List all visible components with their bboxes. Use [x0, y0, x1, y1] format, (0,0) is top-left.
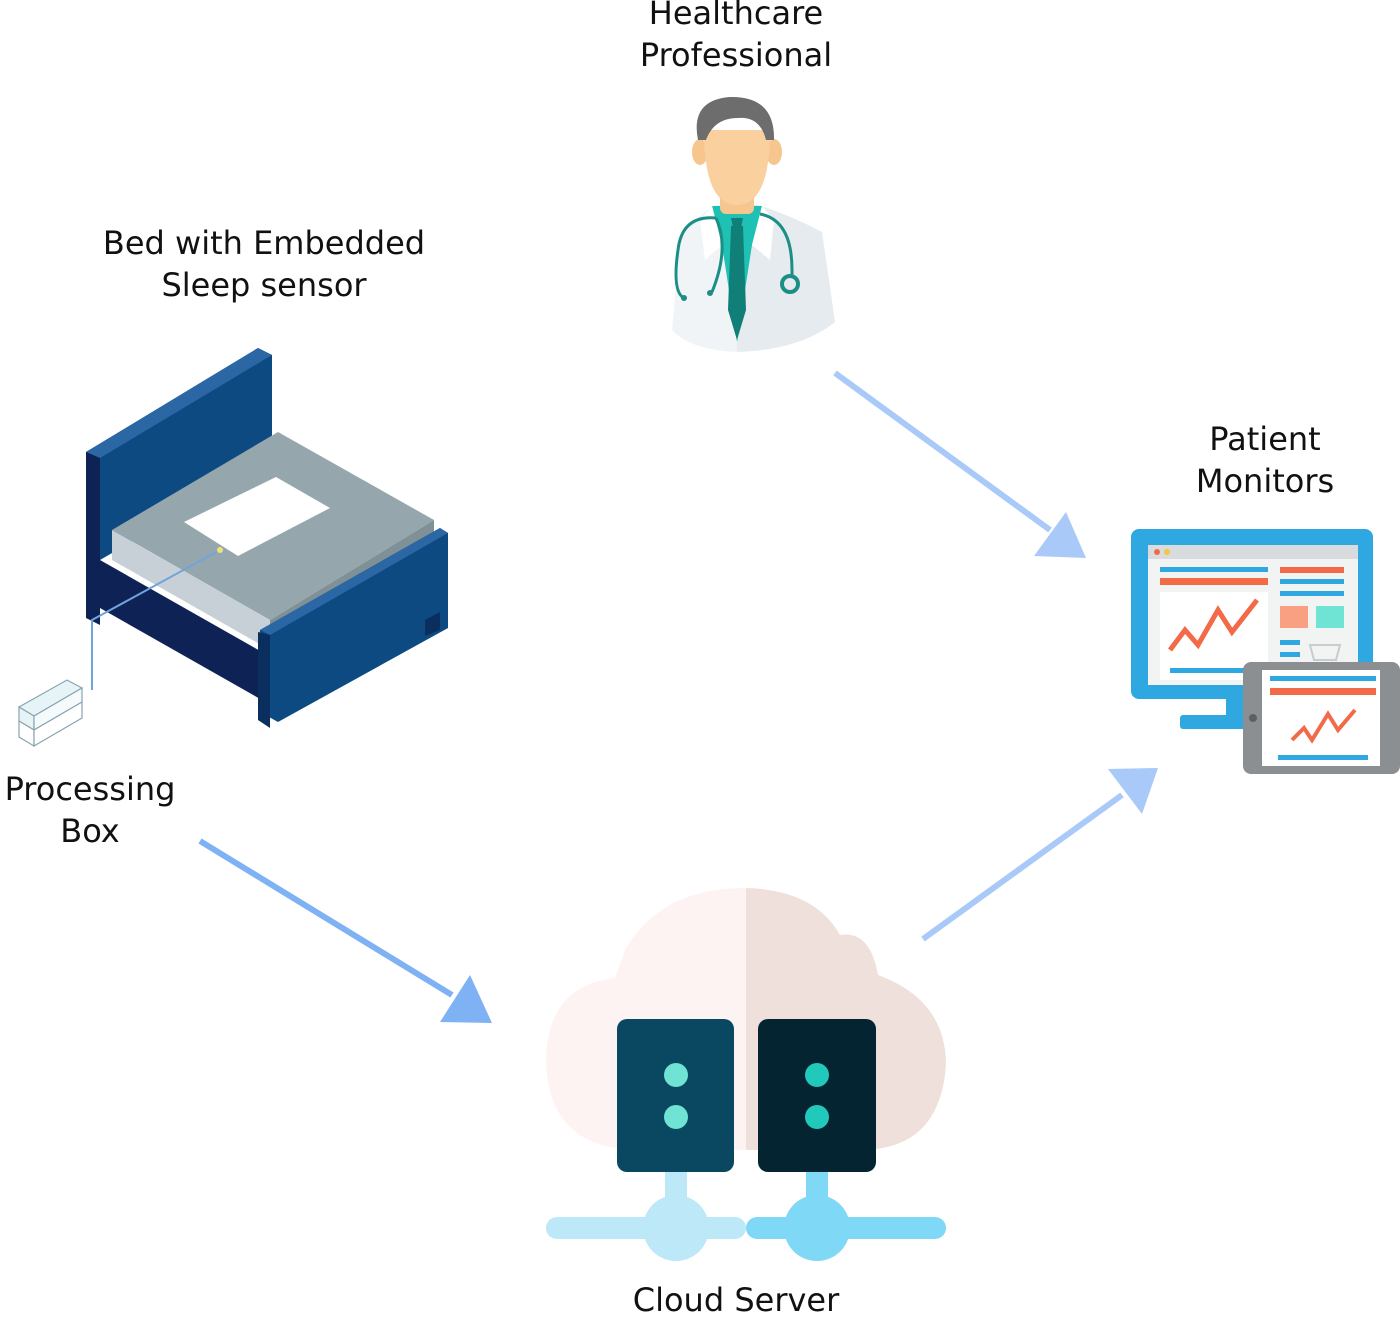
patient-monitors-label-line2: Monitors: [1195, 462, 1335, 500]
patient-monitors-label-line1: Patient: [1209, 420, 1321, 458]
processing-box-label-line1: Processing: [4, 770, 176, 808]
patient-monitors-label: Patient Monitors: [1150, 418, 1380, 502]
healthcare-professional-label-line1: Healthcare: [648, 0, 824, 32]
healthcare-professional-label: Healthcare Professional: [586, 0, 886, 76]
cloud-server-label-text: Cloud Server: [632, 1281, 840, 1319]
bed-label-line2: Sleep sensor: [161, 266, 367, 304]
healthcare-professional-label-line2: Professional: [639, 36, 833, 74]
monitor-tablet-icon: [1131, 529, 1400, 774]
processing-box-label-line2: Box: [60, 812, 120, 850]
processing-box-label: Processing Box: [0, 768, 190, 852]
arrow-doctor-to-monitors: [833, 370, 1086, 558]
bed-icon: [86, 348, 448, 728]
cloud-server-label: Cloud Server: [586, 1279, 886, 1321]
box-icon: [17, 679, 84, 748]
arrow-box-to-cloud: [198, 838, 492, 1023]
doctor-icon: [672, 96, 835, 352]
bed-label-line1: Bed with Embedded: [102, 224, 426, 262]
cloud-server-icon: [546, 888, 946, 1261]
arrow-cloud-to-monitors: [921, 768, 1158, 942]
bed-label: Bed with Embedded Sleep sensor: [64, 222, 464, 306]
